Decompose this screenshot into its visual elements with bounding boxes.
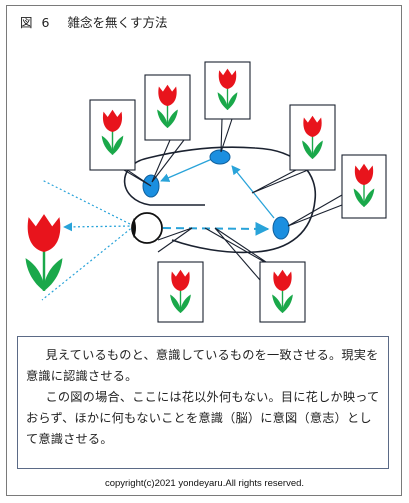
caption-paragraph-1: 見えているものと、意識しているものを一致させる。現実を意識に認識させる。 [26,348,379,383]
figure-frame [6,5,402,496]
callout-box-3 [204,61,251,120]
figure-label: 図 [20,15,33,30]
callout-box-6 [157,261,204,323]
callout-box-2 [144,74,191,141]
caption-box: 見えているものと、意識しているものを一致させる。現実を意識に認識させる。 この図… [17,336,389,469]
brain-focus-dot-top [209,149,231,165]
figure-number: 6 [41,15,50,30]
eye-icon [131,212,163,244]
copyright-notice: copyright(c)2021 yondeyaru.All rights re… [104,478,305,489]
callout-box-1 [89,99,136,171]
figure-title-text: 雑念を無くす方法 [67,15,168,30]
arrow-top-to-left [160,158,213,182]
callout-box-7 [259,261,306,323]
brain-focus-dot-right [272,216,290,240]
callout-box-5 [341,154,387,219]
caption-paragraph-2: この図の場合、ここには花以外何もない。目に花しか映っておらず、ほかに何もないこと… [26,390,380,446]
callout-box-4 [289,104,336,171]
callout-pointers [116,118,343,281]
large-tulip-icon [24,212,64,293]
diagram-canvas [24,61,387,323]
sight-rays [41,179,135,301]
